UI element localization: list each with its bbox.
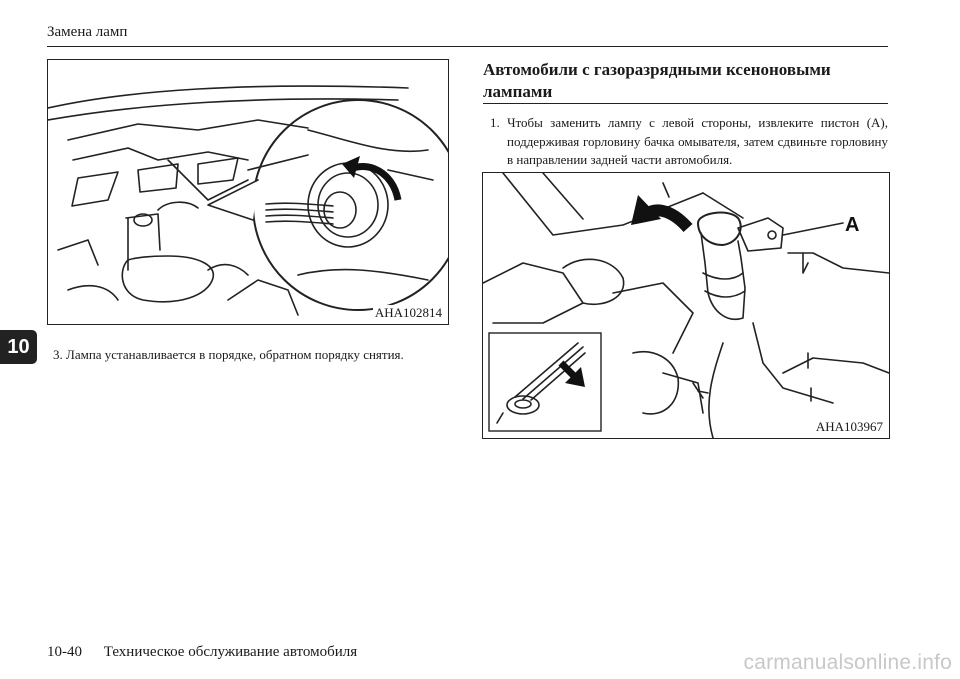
page-footer: 10-40 Техническое обслуживание автомобил… xyxy=(47,644,357,661)
inset-detail-box xyxy=(488,332,602,432)
bulb-socket-illustration xyxy=(48,85,448,316)
figure-bulb-socket: AHA102814 xyxy=(47,59,449,325)
section-title: Автомобили с газоразрядными ксеноновыми … xyxy=(483,60,831,101)
footer-page-number: 10-40 xyxy=(47,644,82,660)
footer-chapter-title: Техническое обслуживание автомобиля xyxy=(103,644,358,660)
callout-label-a: A xyxy=(845,214,859,236)
step-1-text: 1. Чтобы заменить лампу с левой стороны,… xyxy=(490,115,888,167)
figure-code-left: AHA102814 xyxy=(372,305,444,320)
chapter-tab: 10 xyxy=(0,330,37,364)
header-rule xyxy=(47,46,888,47)
step-3-text: 3. Лампа устанавливается в порядке, обра… xyxy=(53,347,404,362)
watermark: carmanualsonline.info xyxy=(743,651,952,674)
washer-neck-illustration: A xyxy=(483,173,889,438)
section-rule xyxy=(483,103,888,104)
pull-arrow-icon xyxy=(558,360,585,387)
slide-arrow-icon xyxy=(631,195,693,233)
figure-washer-neck: A AHA103967 xyxy=(482,172,890,439)
page-header-title: Замена ламп xyxy=(47,24,128,40)
rotate-arrow-icon xyxy=(342,156,402,201)
figure-code-right: AHA103967 xyxy=(813,419,885,434)
